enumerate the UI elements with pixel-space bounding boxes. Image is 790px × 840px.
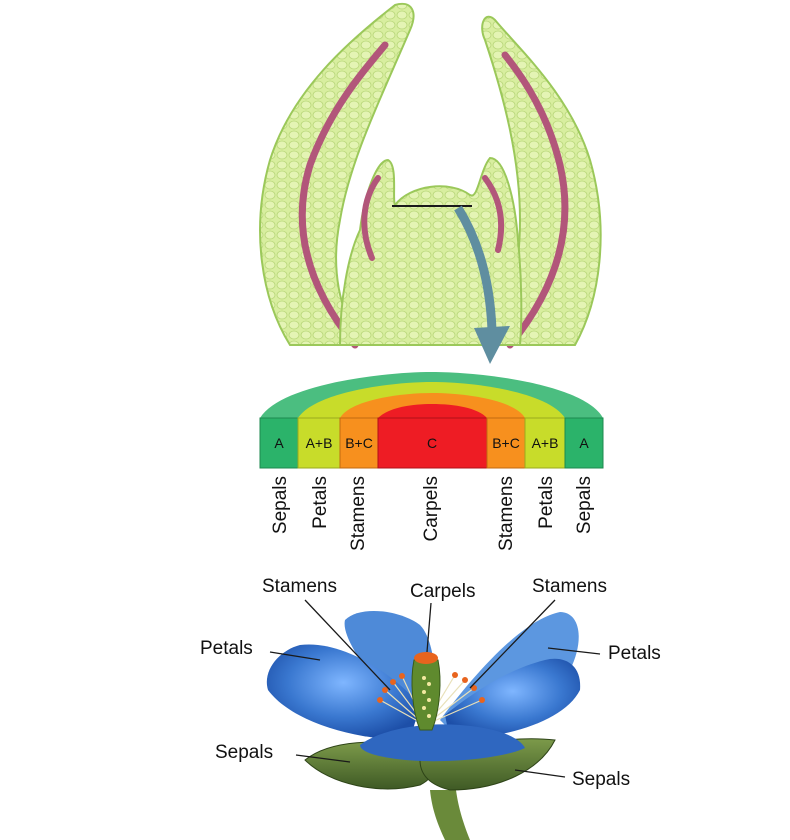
flower-illustration [266,610,581,840]
inner-right-vascular [482,175,505,253]
zone-organ-label: Stamens [348,476,369,551]
outer-left-vascular [298,41,389,349]
carpel-stigma [414,652,438,664]
zone-code: A [579,435,589,451]
zoom-arrow-head [474,326,510,364]
zone-code: C [427,435,437,451]
zone-organ-label: Carpels [421,476,442,541]
outer-right-primordium [481,15,602,346]
zone-a-right [564,417,604,469]
zone-organ-label: Petals [536,476,557,529]
zone-code: B+C [345,435,373,451]
zone-ab-left [297,417,341,469]
floral-meristem-section [259,2,602,364]
zoom-arrow [454,205,497,331]
zone-organ-label: Sepals [270,476,291,534]
abc-zone-diagram: A A+B B+C C B+C A+B A Sepals Petals Stam… [259,372,604,551]
zone-ab-right [524,417,566,469]
outer-left-primordium [259,2,415,346]
label-carpels: Carpels [410,581,475,602]
flower-stem [430,790,470,840]
zone-organ-label: Petals [310,476,331,529]
petal-front [360,724,525,762]
zone-code: B+C [492,435,520,451]
label-petals-right: Petals [608,643,661,664]
zone-code: A [274,435,284,451]
outer-right-vascular [501,51,569,349]
petal-left [266,644,420,740]
zone-code: A+B [532,435,559,451]
zone-organ-label: Sepals [574,476,595,534]
zone-a-left [259,417,299,469]
zone-bc-right [486,417,526,469]
label-sepals-right: Sepals [572,769,630,790]
label-stamens-left: Stamens [262,576,337,597]
label-stamens-right: Stamens [532,576,607,597]
zone-organ-label: Stamens [496,476,517,551]
stamen-anthers [377,672,485,703]
dome-layer-c [378,404,487,418]
carpel [411,659,441,731]
label-sepals-left: Sepals [215,742,273,763]
petal-right [445,658,581,740]
carpel-ovules [422,676,431,718]
zone-code: A+B [306,435,333,451]
inner-left-vascular [361,175,381,261]
zone-c [377,417,488,469]
meristem-dome [338,156,523,346]
label-petals-left: Petals [200,638,253,659]
leader-lines [269,599,601,778]
